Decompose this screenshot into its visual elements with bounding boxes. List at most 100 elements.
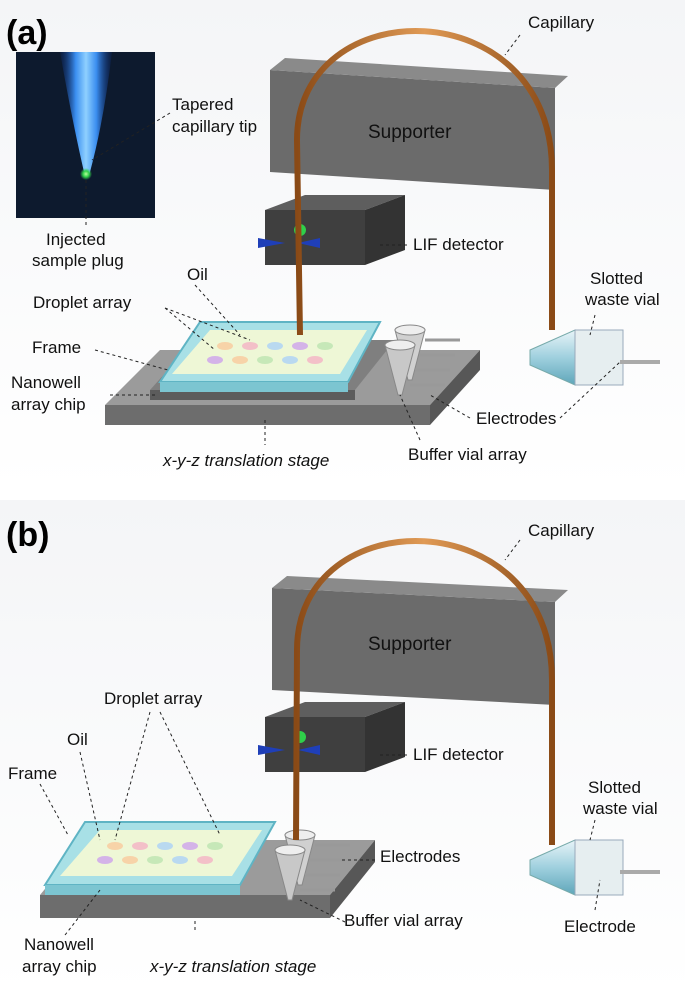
- lif-side: [365, 195, 405, 265]
- stage-label: x-y-z translation stage: [149, 957, 316, 976]
- panel-b: (b): [0, 500, 685, 994]
- laser-right: [298, 745, 320, 755]
- panel-a-letter: (a): [6, 14, 48, 52]
- droplet-array-label: Droplet array: [33, 293, 132, 312]
- slotted-label-line1: Slotted: [588, 778, 641, 797]
- panel-a: (a): [0, 0, 685, 490]
- buffer-vial-rim: [384, 339, 416, 351]
- electrodes-label: Electrodes: [380, 847, 460, 866]
- droplet: [172, 856, 188, 864]
- lif-top: [265, 702, 405, 717]
- droplet-array-a: [207, 342, 333, 364]
- droplet: [147, 856, 163, 864]
- slotted-waste-vial-a: [529, 329, 660, 386]
- laser-left: [258, 238, 285, 248]
- supporter-label: Supporter: [368, 122, 452, 143]
- leader: [39, 783, 69, 836]
- nanowell-label-line2: array chip: [11, 395, 86, 414]
- buffer-vial-rim: [284, 829, 316, 841]
- slotted-label-line2: waste vial: [582, 799, 658, 818]
- supporter-top: [272, 576, 568, 602]
- droplet: [317, 342, 333, 350]
- nanowell-chip-a: [150, 321, 395, 400]
- droplet: [197, 856, 213, 864]
- capillary-b: [293, 538, 555, 845]
- leader: [504, 34, 521, 56]
- chip-holder-front: [150, 390, 355, 400]
- buffer-vial-array-b: [274, 829, 350, 901]
- tapered-label-line1: Tapered: [172, 95, 233, 114]
- injected-label-line2: sample plug: [32, 251, 124, 270]
- tapered-label-line2: capillary tip: [172, 117, 257, 136]
- chip-front-edge: [45, 885, 240, 895]
- oil-layer: [60, 830, 262, 876]
- supporter-top: [270, 58, 568, 88]
- laser-right: [298, 238, 320, 248]
- nanowell-chip-b: [43, 821, 277, 895]
- leader: [504, 539, 521, 561]
- droplet: [217, 342, 233, 350]
- stage-side: [330, 840, 375, 918]
- electrode-label: Electrode: [564, 917, 636, 936]
- nanowell-label-line2: array chip: [22, 957, 97, 976]
- lif-front: [265, 717, 365, 772]
- leader: [399, 394, 421, 441]
- droplet: [122, 856, 138, 864]
- supporter-label: Supporter: [368, 634, 452, 655]
- droplet: [107, 842, 123, 850]
- tip-micrograph: [16, 52, 155, 218]
- capillary-label: Capillary: [528, 521, 595, 540]
- droplet-array-label: Droplet array: [104, 689, 203, 708]
- leader: [299, 899, 346, 923]
- droplet: [157, 842, 173, 850]
- leader: [164, 307, 251, 351]
- oil-label: Oil: [187, 265, 208, 284]
- frame-label: Frame: [32, 338, 81, 357]
- lif-label: LIF detector: [413, 745, 504, 764]
- supporter-face: [272, 588, 555, 705]
- buffer-label: Buffer vial array: [344, 911, 463, 930]
- slotted-label-line1: Slotted: [590, 269, 643, 288]
- droplet: [207, 842, 223, 850]
- buffer-vial-array-a: [384, 324, 460, 396]
- supporter-b: Supporter: [272, 576, 568, 705]
- injected-label-line1: Injected: [46, 230, 106, 249]
- lif-detector-a: [258, 195, 405, 265]
- laser-left: [258, 745, 285, 755]
- capillary-a: [293, 28, 555, 336]
- leader: [94, 349, 169, 371]
- chip-front-edge: [160, 382, 348, 392]
- lif-label: LIF detector: [413, 235, 504, 254]
- stage-side: [430, 350, 480, 425]
- droplet: [292, 342, 308, 350]
- buffer-label: Buffer vial array: [408, 445, 527, 464]
- droplet: [182, 842, 198, 850]
- supporter-face: [270, 70, 555, 190]
- droplet: [267, 342, 283, 350]
- slotted-waste-vial-b: [529, 839, 660, 896]
- droplet: [257, 356, 273, 364]
- droplet: [232, 356, 248, 364]
- capillary-tip-image: [60, 52, 112, 177]
- sample-plug-glow: [80, 168, 92, 180]
- supporter-a: Supporter: [270, 58, 568, 190]
- leader: [114, 711, 221, 841]
- droplet: [132, 842, 148, 850]
- nanowell-label-line1: Nanowell: [11, 373, 81, 392]
- stage-front: [40, 895, 330, 918]
- droplet: [207, 356, 223, 364]
- buffer-vial-rim: [274, 844, 306, 856]
- nanowell-label-line1: Nanowell: [24, 935, 94, 954]
- droplet-array-b: [97, 842, 223, 864]
- slotted-label-line2: waste vial: [584, 290, 660, 309]
- buffer-vial-rim: [394, 324, 426, 336]
- leader: [194, 284, 241, 336]
- panel-b-letter: (b): [6, 516, 49, 554]
- frame-label: Frame: [8, 764, 57, 783]
- stage-front: [105, 405, 430, 425]
- waste-vial-body: [574, 329, 624, 386]
- lif-detector-b: [258, 702, 405, 772]
- stage-label: x-y-z translation stage: [162, 451, 329, 470]
